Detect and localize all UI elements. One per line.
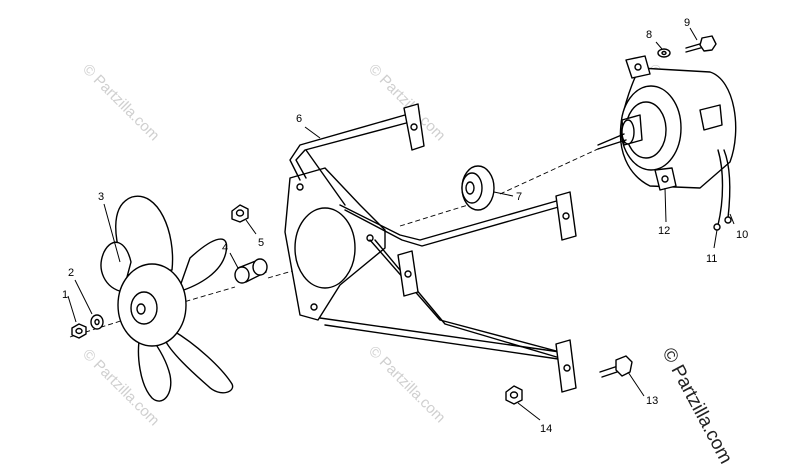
callout-8: 8 (646, 29, 652, 41)
callout-1: 1 (62, 289, 68, 301)
callout-12: 12 (658, 225, 670, 237)
part-washer-2 (90, 314, 104, 330)
callout-4: 4 (222, 242, 228, 254)
part-motor (597, 55, 737, 231)
callout-14: 14 (540, 423, 552, 435)
leader-lines (67, 27, 735, 421)
part-bolt-9 (685, 35, 717, 53)
callout-3: 3 (98, 191, 104, 203)
callout-13: 13 (646, 395, 658, 407)
callout-5: 5 (258, 237, 264, 249)
callout-2: 2 (68, 267, 74, 279)
callout-7: 7 (516, 191, 522, 203)
callout-9: 9 (684, 17, 690, 29)
part-washer-8 (657, 48, 671, 58)
part-grommet-7 (461, 165, 495, 211)
watermark-text: © Partzilla.com (365, 61, 448, 144)
part-nut-5 (231, 204, 249, 223)
watermark-text: © Partzilla.com (365, 343, 448, 426)
callout-labels: 1 2 3 4 5 6 7 8 9 10 11 12 13 14 (62, 17, 748, 435)
part-bolt-13 (599, 355, 633, 378)
callout-10: 10 (736, 229, 748, 241)
callout-6: 6 (296, 113, 302, 125)
part-fan-3 (100, 195, 234, 402)
callout-11: 11 (706, 253, 717, 265)
watermark-corner-text: © Partzilla.com (658, 344, 737, 465)
part-nut-14 (505, 385, 523, 405)
part-nut-1 (71, 323, 87, 339)
part-spacer-4 (234, 258, 268, 284)
part-bracket-6 (284, 103, 577, 393)
watermark-text: © Partzilla.com (79, 61, 162, 144)
